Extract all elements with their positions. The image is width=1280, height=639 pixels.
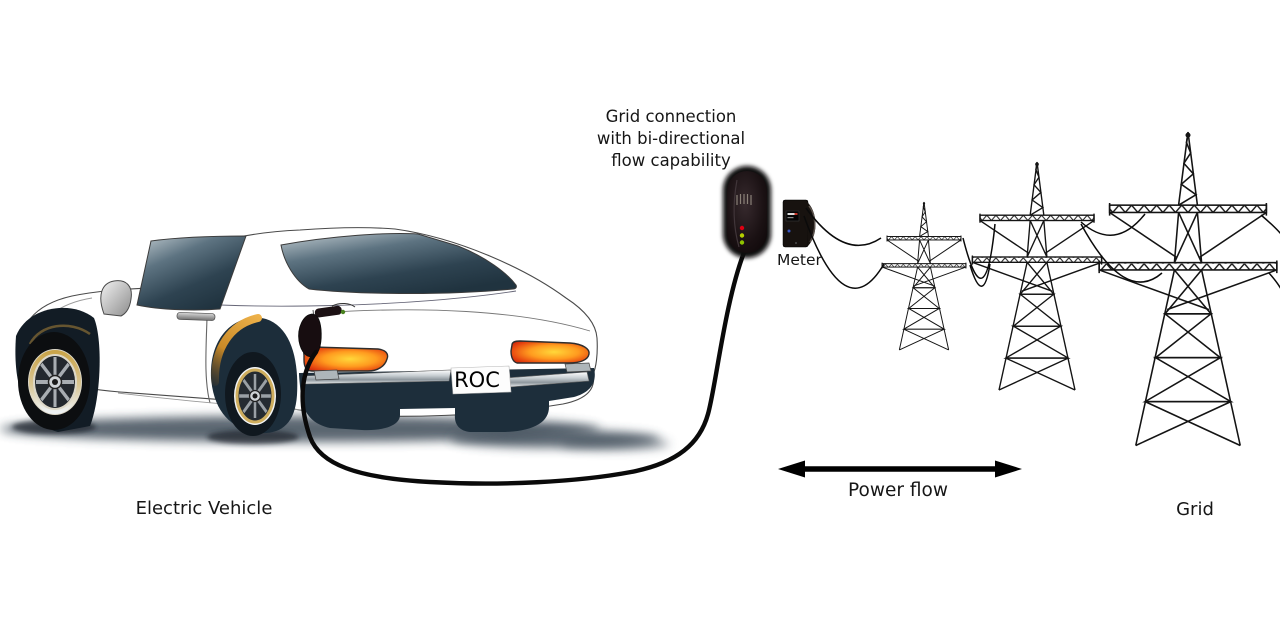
taillight-bracket-right bbox=[564, 362, 592, 373]
charger-vents bbox=[736, 194, 752, 205]
arrow-head-right bbox=[995, 460, 1022, 478]
caption-line-3: flow capability bbox=[611, 151, 731, 170]
grid-towers bbox=[803, 131, 1280, 447]
charge-port-plug bbox=[298, 303, 356, 358]
transmission-tower-large bbox=[1098, 131, 1278, 447]
caption-line-1: Grid connection bbox=[605, 107, 737, 126]
license-plate bbox=[450, 365, 512, 395]
charger-led-red bbox=[739, 225, 745, 231]
charging-cable bbox=[300, 247, 748, 486]
meter-display bbox=[785, 210, 800, 222]
side-mirror bbox=[100, 280, 132, 317]
transmission-tower-small bbox=[881, 201, 967, 351]
charger-led-amber bbox=[739, 233, 745, 238]
license-plate-text: ROC bbox=[454, 368, 500, 392]
power-flow-label: Power flow bbox=[848, 480, 948, 501]
arrow-head-left bbox=[778, 460, 805, 478]
electric-vehicle-illustration bbox=[0, 227, 670, 450]
meter-indicator-blue bbox=[787, 229, 791, 233]
rear-wheel bbox=[210, 314, 298, 436]
front-wheel bbox=[15, 307, 100, 432]
front-side-window bbox=[136, 235, 247, 311]
grid-label: Grid bbox=[1176, 499, 1214, 520]
taillight-right bbox=[510, 340, 590, 364]
charger-unit-icon bbox=[723, 166, 771, 258]
bidirectional-arrow-icon bbox=[778, 460, 1022, 478]
caption-line-2: with bi-directional bbox=[596, 129, 746, 148]
charger-led-green bbox=[739, 240, 745, 245]
taillight-bracket-left bbox=[313, 369, 340, 381]
transmission-tower-medium bbox=[972, 161, 1102, 391]
rear-window bbox=[280, 232, 517, 295]
electric-vehicle-label: Electric Vehicle bbox=[135, 498, 273, 519]
electric-meter-icon bbox=[782, 199, 816, 248]
meter-label: Meter bbox=[777, 251, 822, 269]
door-handle bbox=[176, 312, 216, 321]
charger-caption: Grid connection with bi-directional flow… bbox=[521, 106, 821, 172]
